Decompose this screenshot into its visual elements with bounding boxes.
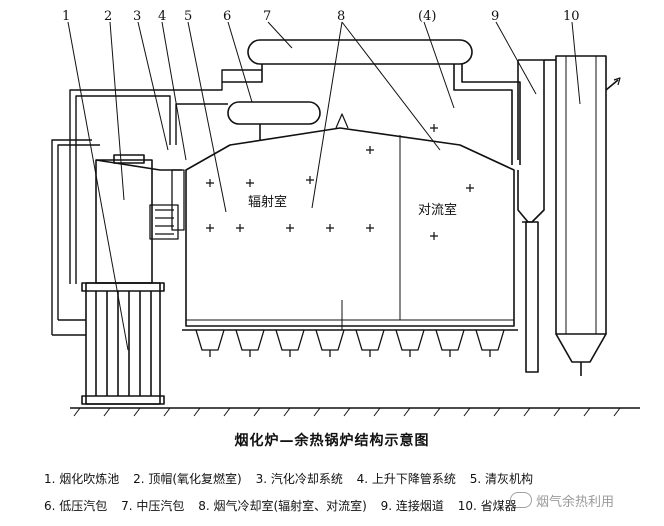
callout-3: 3 [133, 9, 141, 24]
fuming-furnace [81, 282, 165, 405]
medium-pressure-drum [222, 39, 521, 165]
top-cap-chamber [95, 154, 182, 284]
figure-caption: 烟化炉—余热锅炉结构示意图 [234, 433, 430, 449]
leader-lines [67, 21, 581, 351]
legend-item: 6. 低压汽包 [44, 499, 108, 513]
callout-2: 2 [104, 9, 112, 24]
callout-5: 5 [184, 9, 192, 24]
callout-4-alt: (4) [418, 9, 436, 24]
watermark-text: 烟气余热利用 [536, 494, 615, 510]
legend-item: 7. 中压汽包 [121, 499, 185, 513]
legend-item: 1. 烟化吹炼池 [44, 472, 120, 486]
legend-item: 4. 上升下降管系统 [356, 472, 456, 486]
legend-row-1: 1. 烟化吹炼池 2. 顶帽(氧化复燃室) 3. 汽化冷却系统 4. 上升下降管… [44, 470, 543, 487]
callout-8: 8 [337, 9, 345, 24]
legend-item: 10. 省煤器 [457, 499, 517, 513]
callout-9: 9 [491, 9, 499, 24]
callout-4: 4 [158, 9, 166, 24]
legend-item: 9. 连接烟道 [380, 499, 444, 513]
economizer [544, 55, 621, 376]
vaporization-cooling-pipes [51, 69, 262, 336]
watermark: 烟气余热利用 [510, 486, 660, 514]
low-pressure-drum [227, 101, 321, 140]
radiation-room-label: 辐射室 [248, 194, 287, 210]
legend-row-2: 6. 低压汽包 7. 中压汽包 8. 烟气冷却室(辐射室、对流室) 9. 连接烟… [44, 497, 527, 514]
callout-1: 1 [62, 9, 70, 24]
convection-room-label: 对流室 [418, 202, 457, 218]
callout-labels: 1 2 3 4 5 6 7 8 (4) 9 10 [62, 9, 580, 24]
callout-10: 10 [563, 9, 580, 24]
legend-item: 2. 顶帽(氧化复燃室) [133, 472, 242, 486]
tube-markers [206, 124, 474, 240]
callout-7: 7 [263, 9, 271, 24]
legend-item: 3. 汽化冷却系统 [255, 472, 343, 486]
callout-6: 6 [223, 9, 231, 24]
ash-cleaning-mechanism [149, 169, 185, 240]
ground-hatching [73, 407, 621, 417]
legend-item: 8. 烟气冷却室(辐射室、对流室) [198, 499, 367, 513]
legend-item: 5. 清灰机构 [469, 472, 534, 486]
connecting-flue [517, 59, 545, 373]
wechat-icon [510, 492, 532, 508]
hopper-row [195, 329, 505, 357]
cooling-chamber [182, 113, 518, 331]
furnace-boiler-diagram: 1 2 3 4 5 6 7 8 (4) 9 10 辐射室 对流室 [51, 9, 640, 417]
